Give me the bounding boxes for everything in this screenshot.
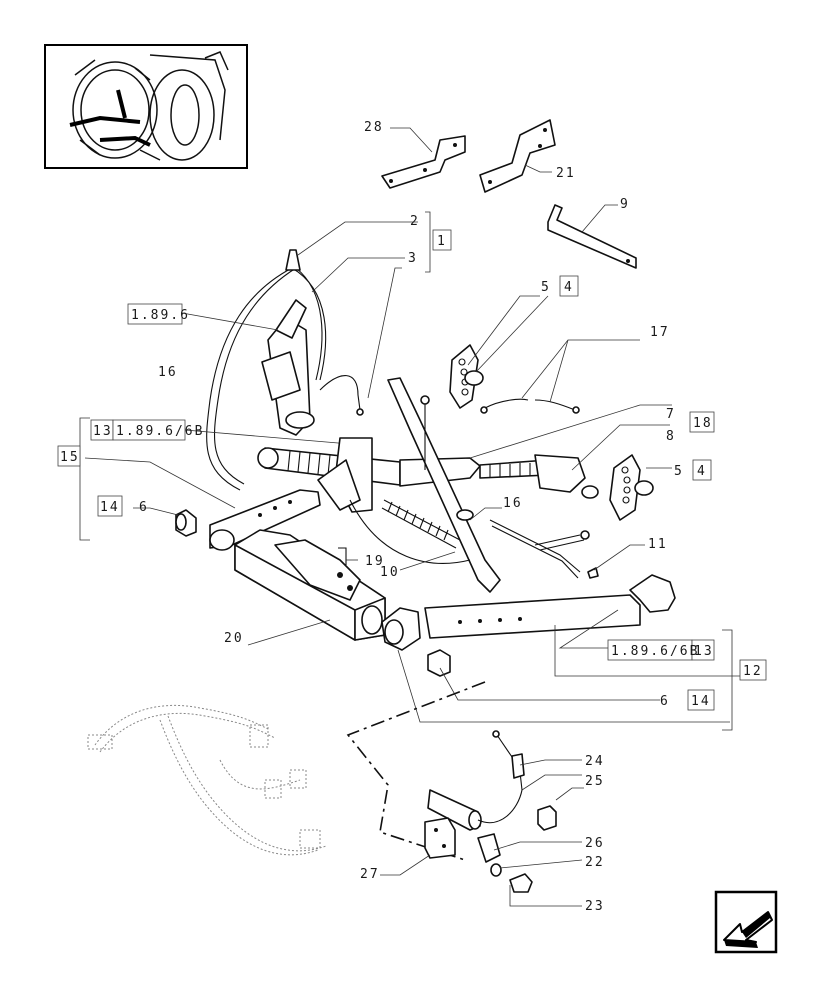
- label-15: 15: [60, 450, 80, 465]
- label-21: 21: [556, 166, 576, 181]
- bushing-left: [149, 507, 197, 537]
- sensor-assembly: [380, 730, 584, 907]
- lift-link-spring: [317, 377, 502, 593]
- label-26: 26: [585, 836, 605, 851]
- chain-link-lower: [609, 454, 672, 521]
- label-8: 8: [666, 429, 676, 444]
- label-27: 27: [360, 867, 380, 882]
- label-4b: 4: [697, 464, 707, 479]
- label-5a: 5: [541, 280, 551, 295]
- label-25: 25: [585, 774, 605, 789]
- label-12: 12: [743, 664, 763, 679]
- label-9: 9: [620, 197, 630, 212]
- label-18: 18: [693, 416, 713, 431]
- bushing-right: [381, 607, 421, 651]
- boxed-labels: [57, 229, 767, 711]
- label-1: 1: [437, 234, 447, 249]
- reference-brackets: [79, 211, 733, 731]
- part-28-bracket: [381, 127, 466, 189]
- label-11: 11: [648, 537, 668, 552]
- chain-link-upper: [449, 295, 549, 409]
- tractor-thumbnail: [44, 44, 248, 169]
- label-28: 28: [364, 120, 384, 135]
- label-4a: 4: [564, 280, 574, 295]
- chain-17: [480, 339, 640, 414]
- ref-1-89-6-6b-b: 1.89.6/6B: [611, 644, 699, 659]
- label-7: 7: [666, 407, 676, 422]
- label-16a: 16: [158, 365, 178, 380]
- callout-numbers: 28 21 9 2 1 3 5 4 1.89.6 17 16 7 18 13 1…: [60, 120, 763, 914]
- dash-link-line: [346, 681, 486, 861]
- label-5b: 5: [674, 464, 684, 479]
- label-23: 23: [585, 899, 605, 914]
- lower-arm-left: [84, 457, 321, 551]
- spacer-6: [397, 649, 730, 723]
- label-13b: 13: [694, 644, 714, 659]
- label-17: 17: [650, 325, 670, 340]
- label-2: 2: [410, 214, 420, 229]
- pin-rod: [489, 519, 645, 579]
- lift-rod: [184, 404, 672, 499]
- label-22: 22: [585, 855, 605, 870]
- part-9-bar: [547, 204, 637, 269]
- label-14a: 14: [100, 500, 120, 515]
- lower-arm-right: [424, 574, 740, 677]
- label-6b: 6: [660, 694, 670, 709]
- upper-link-assembly: [181, 299, 315, 436]
- ref-1-89-6: 1.89.6: [131, 308, 190, 323]
- label-10: 10: [380, 565, 400, 580]
- hook-7-8: [571, 424, 670, 471]
- label-14b: 14: [691, 694, 711, 709]
- label-20: 20: [224, 631, 244, 646]
- cable-loop: [206, 221, 418, 491]
- label-3: 3: [408, 251, 418, 266]
- label-24: 24: [585, 754, 605, 769]
- part-21-bracket: [479, 119, 556, 193]
- drawbar: [234, 529, 386, 646]
- wiring-harness-ghost: [87, 704, 327, 856]
- label-16b: 16: [503, 496, 523, 511]
- arrow-pointing-left-icon[interactable]: [714, 890, 778, 954]
- label-13a: 13: [93, 424, 113, 439]
- ref-1-89-6-6b-a: 1.89.6/6B: [116, 424, 204, 439]
- label-19: 19: [365, 554, 385, 569]
- label-6a: 6: [139, 500, 149, 515]
